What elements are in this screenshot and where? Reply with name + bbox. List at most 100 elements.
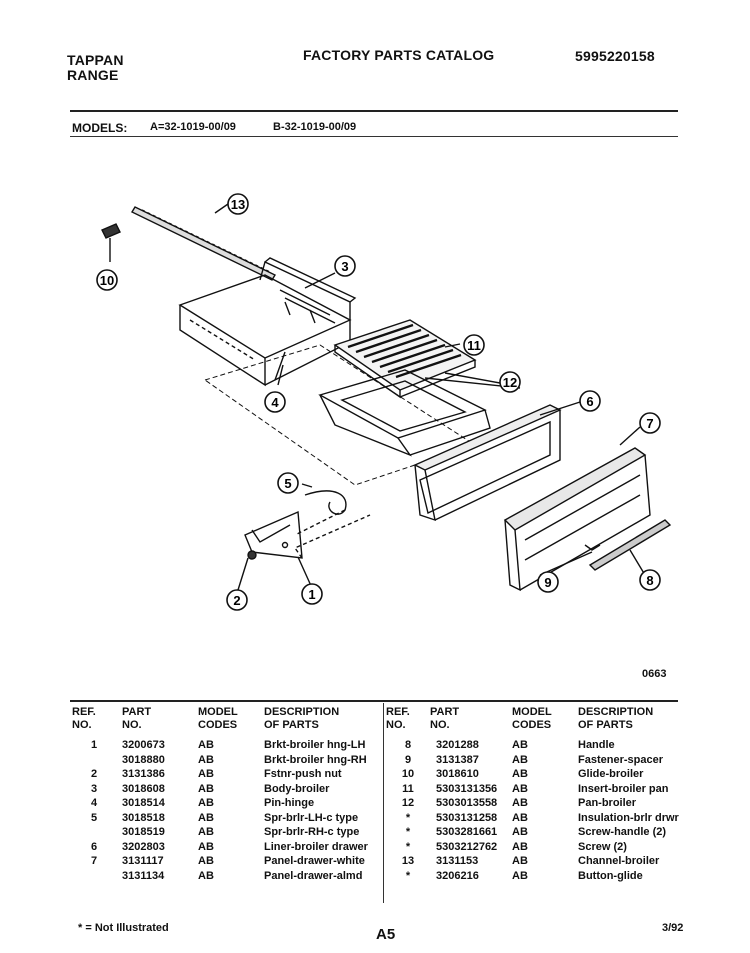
callout-6: 6: [579, 390, 601, 412]
svg-text:2: 2: [233, 593, 240, 608]
liner-broiler-drawer-part: [413, 404, 562, 522]
glide-broiler-part: [101, 223, 121, 250]
ref-cell: 8: [404, 739, 412, 751]
pan-broiler-part: [318, 369, 491, 457]
model-code-cell: AB: [198, 739, 214, 751]
description-cell: Brkt-broiler hng-LH: [264, 739, 366, 751]
part-number-cell: 3018518: [122, 811, 165, 824]
callout-5: 5: [277, 472, 299, 494]
description-cell: Spr-brlr-LH-c type: [264, 811, 359, 824]
ref-cell: *: [405, 840, 411, 853]
ref-cell: [72, 825, 116, 840]
part-number-cell: 3131134: [122, 869, 165, 882]
header-rule: [70, 110, 678, 112]
ref-cell: 7: [90, 855, 98, 867]
description-cell: Liner-broiler drawer: [264, 840, 368, 853]
model-code-cell: AB: [198, 811, 214, 824]
model-code-cell: AB: [512, 811, 528, 824]
svg-text:9: 9: [544, 575, 551, 590]
callout-12: 12: [499, 371, 521, 393]
part-number-cell: 5303281661: [436, 826, 498, 838]
description-cell: Panel-drawer-almd: [264, 869, 363, 882]
model-code-cell: AB: [512, 753, 528, 766]
part-number-cell: 5303131356: [436, 782, 498, 795]
ref-cell: 11: [402, 782, 414, 795]
part-number-cell: 3018608: [122, 782, 165, 795]
callout-9: 9: [537, 571, 559, 593]
ref-cell: 5: [90, 811, 98, 824]
svg-text:3: 3: [341, 259, 348, 274]
description-cell: Insert-broiler pan: [578, 782, 669, 795]
svg-text:4: 4: [271, 395, 279, 410]
svg-text:8: 8: [646, 573, 653, 588]
description-cell: Brkt-broiler hng-RH: [264, 753, 367, 766]
ref-cell: 4: [90, 797, 98, 809]
svg-text:11: 11: [467, 338, 481, 353]
channel-broiler-part: [131, 206, 276, 281]
exploded-parts-diagram: 13 10 3 11 4 12 6 7 5 1 2 9 8: [96, 193, 672, 611]
callout-10: 10: [96, 269, 118, 291]
part-number-cell: 3018514: [122, 797, 165, 809]
insert-broiler-pan-part: [333, 319, 477, 399]
description-cell: Screw-handle (2): [578, 826, 667, 838]
description-cell: Panel-drawer-white: [264, 855, 365, 867]
part-number-cell: 3131386: [122, 768, 165, 780]
bracket-broiler-hinge-part: [244, 510, 371, 559]
callout-2: 2: [226, 589, 248, 611]
ref-cell: *: [405, 869, 411, 882]
revision-date: 3/92: [662, 922, 684, 934]
part-number-cell: 3202803: [122, 840, 165, 853]
description-cell: Channel-broiler: [578, 855, 660, 867]
svg-text:1: 1: [308, 587, 315, 602]
page-number: A5: [376, 926, 396, 943]
callout-4: 4: [264, 391, 286, 413]
description-cell: Body-broiler: [264, 782, 330, 795]
svg-text:12: 12: [503, 375, 517, 390]
ref-cell: 10: [401, 768, 415, 780]
model-code-cell: AB: [512, 797, 528, 809]
description-cell: Button-glide: [578, 869, 643, 882]
fastener-spacer-part: [584, 544, 601, 551]
description-cell: Pan-broiler: [578, 797, 637, 809]
model-code-cell: AB: [512, 739, 528, 751]
panel-drawer-part: [503, 447, 651, 592]
model-code-cell: AB: [198, 768, 214, 780]
callout-1: 1: [301, 583, 323, 605]
callout-3: 3: [334, 255, 356, 277]
model-code-cell: AB: [198, 753, 214, 766]
ref-cell: *: [405, 811, 411, 824]
callout-11: 11: [463, 334, 485, 356]
ref-cell: *: [405, 826, 411, 838]
model-code-cell: AB: [198, 840, 214, 853]
description-cell: Glide-broiler: [578, 768, 644, 780]
part-number-cell: 5303131258: [436, 811, 498, 824]
callout-8: 8: [639, 569, 661, 591]
part-number-cell: 3018610: [436, 768, 479, 780]
model-code-cell: AB: [512, 768, 528, 780]
model-code-cell: AB: [198, 782, 214, 795]
description-cell: Handle: [578, 739, 615, 751]
model-a: A=32-1019-00/09: [150, 121, 236, 133]
ref-cell: 13: [401, 855, 415, 867]
part-number-cell: 3131387: [436, 753, 479, 766]
catalog-number: 5995220158: [575, 48, 655, 64]
model-b: B-32-1019-00/09: [273, 121, 357, 133]
callout-7: 7: [639, 412, 661, 434]
